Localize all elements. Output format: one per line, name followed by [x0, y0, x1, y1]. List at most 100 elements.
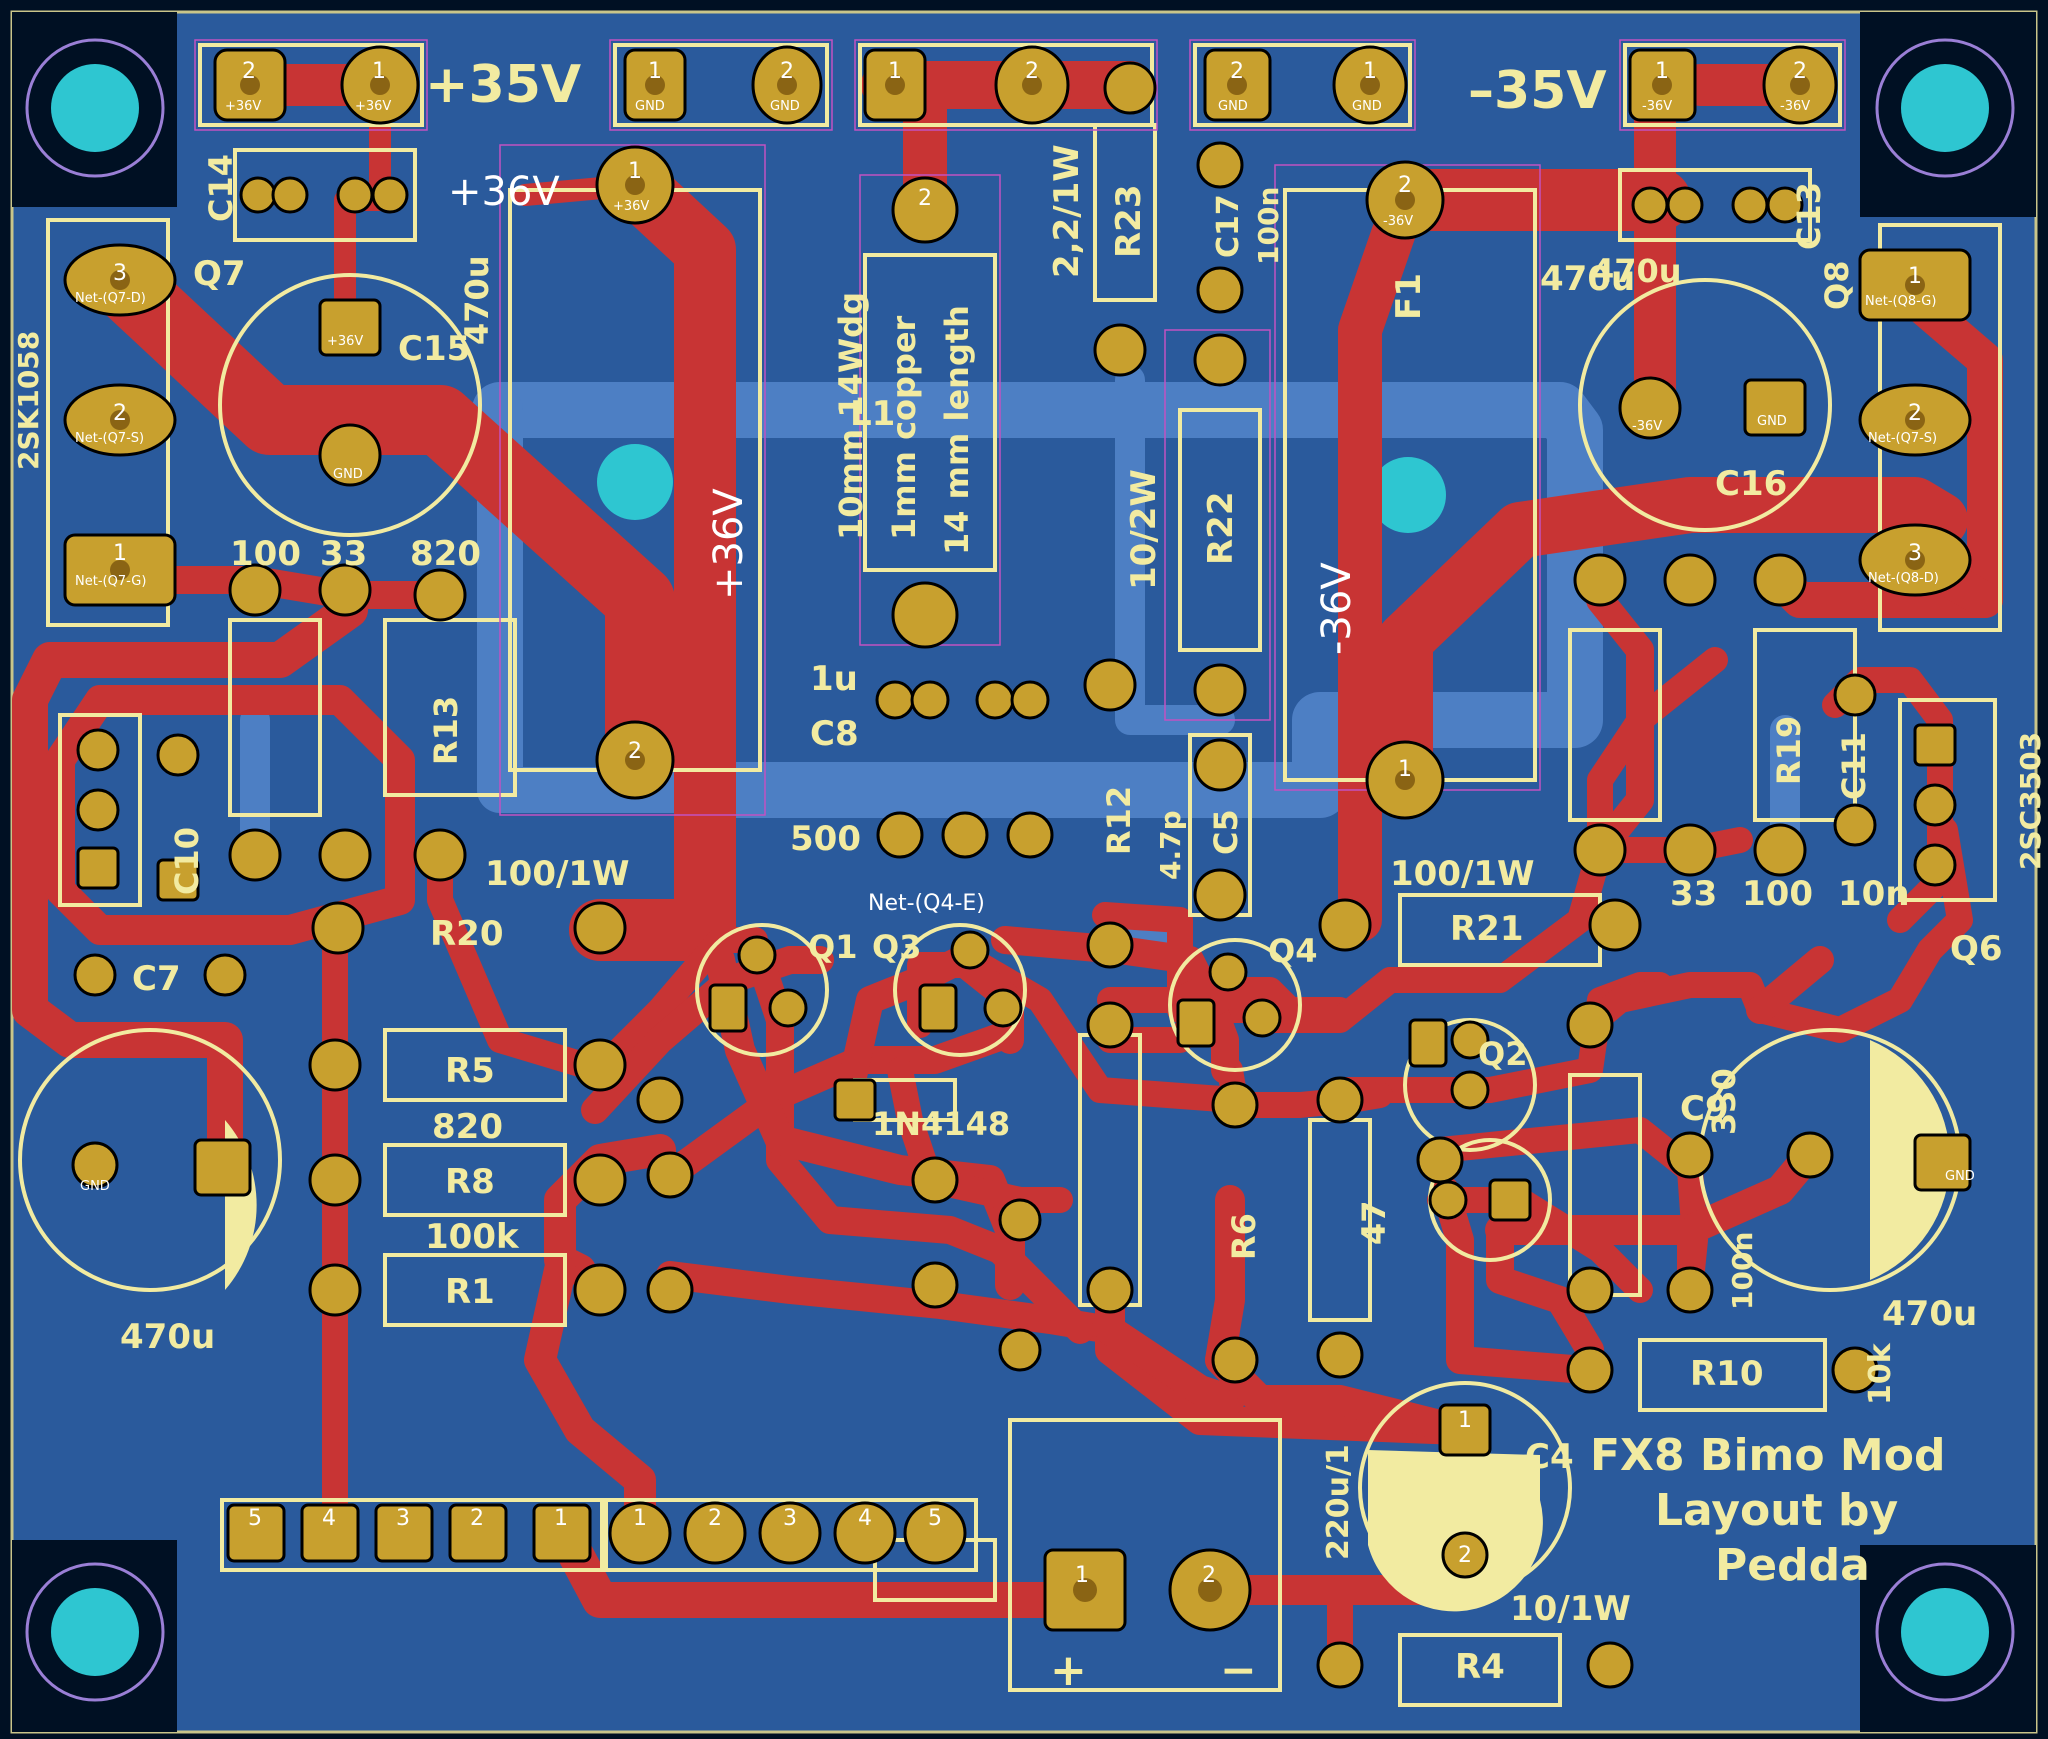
c17-value: 100n — [1252, 187, 1285, 265]
inductor-note-1: 10mm 14Wdg — [832, 292, 870, 540]
f1-label: F1 — [1389, 273, 1429, 320]
pad-label-m36-3: -36V — [1383, 214, 1413, 229]
silkscreen-text: +35V –35V 470u C16 C15 Q7 100 33 820 1u … — [12, 55, 2047, 1696]
q4-label: Q4 — [1268, 932, 1317, 970]
c16-label: C16 — [1715, 464, 1787, 504]
r6-label: R6 — [1225, 1213, 1263, 1260]
svg-text:2: 2 — [918, 186, 932, 211]
r22-value: 10/2W — [1124, 469, 1164, 590]
pad-label-gnd-5: GND — [333, 467, 363, 482]
svg-text:2: 2 — [1025, 59, 1039, 84]
svg-text:1: 1 — [1458, 1408, 1472, 1433]
r100-label: 100 — [230, 534, 301, 574]
svg-text:1: 1 — [1908, 264, 1922, 289]
r5-label: R5 — [445, 1051, 495, 1091]
heatsink-hole-right — [1370, 457, 1446, 533]
pad-label-p36-1: +36V — [225, 99, 261, 114]
c4-value: 220u/1 — [1321, 1444, 1356, 1560]
svg-text:2: 2 — [1230, 59, 1244, 84]
drill-holes — [110, 75, 1925, 1602]
r10-label: R10 — [1690, 1354, 1764, 1394]
inductor-note-3: 14 mm length — [938, 305, 976, 555]
mounting-hole-bl — [51, 1588, 139, 1676]
r23-label: R23 — [1109, 185, 1149, 259]
r820-label: 820 — [410, 534, 481, 574]
pad-label-q8d: Net-(Q8-D) — [1868, 571, 1939, 586]
terminal-plus: + — [1050, 1645, 1087, 1696]
r8-label: R8 — [445, 1162, 495, 1202]
pad-label-gnd-3: GND — [1218, 99, 1248, 114]
pad-label-gnd-1: GND — [635, 99, 665, 114]
board-title-3: Pedda — [1715, 1540, 1870, 1591]
header-left-5: 1 — [554, 1506, 568, 1531]
mounting-hole-tr — [1901, 64, 1989, 152]
c13-value: 470u — [1592, 252, 1682, 290]
pad-r23-top — [1103, 61, 1157, 115]
l1-label: L1 — [850, 394, 895, 434]
header-left-4: 2 — [470, 1506, 484, 1531]
r33-label: 33 — [320, 534, 367, 574]
svg-text:1: 1 — [1075, 1563, 1089, 1588]
pad-label-gnd-2: GND — [770, 99, 800, 114]
svg-text:1: 1 — [372, 59, 386, 84]
svg-text:2: 2 — [628, 739, 642, 764]
pad-label-gnd-6: GND — [1757, 414, 1787, 429]
header-right — [608, 1501, 967, 1565]
r500-label: 500 — [790, 819, 861, 859]
pad-label-q8g: Net-(Q8-G) — [1865, 294, 1936, 309]
inductor-note-2: 1mm copper — [885, 315, 923, 540]
terminal-minus: − — [1220, 1645, 1257, 1696]
plus36-label-b: +36V — [706, 488, 752, 600]
minus36-label: -36V — [1314, 562, 1360, 655]
c15-label: C15 — [398, 329, 470, 369]
r20-value: 100/1W — [485, 854, 630, 894]
courtyard-outlines — [194, 39, 1846, 816]
c7-label: C7 — [132, 959, 181, 999]
pad-label-gnd-4: GND — [1352, 99, 1382, 114]
r1-label: R1 — [445, 1272, 495, 1312]
header-numbers: 5 4 3 2 1 1 2 3 4 5 — [248, 1506, 942, 1531]
header-left-3: 3 — [396, 1506, 410, 1531]
r330-label: 330 — [1705, 1068, 1743, 1135]
svg-text:2: 2 — [1908, 401, 1922, 426]
pad-label-p36-4: +36V — [327, 334, 363, 349]
pad-l1-b — [891, 176, 959, 244]
c9-label: C9 — [1680, 1089, 1729, 1129]
svg-text:1: 1 — [1363, 59, 1377, 84]
r100n-label: 100n — [1726, 1232, 1759, 1310]
plus36-label-a: +36V — [448, 169, 560, 215]
r12-label: R12 — [1100, 786, 1138, 855]
pad-label-p36-3: +36V — [613, 199, 649, 214]
r100b-label: 100 — [1742, 874, 1813, 914]
pad-label-p36-2: +36V — [355, 99, 391, 114]
mounting-hole-br — [1901, 1588, 1989, 1676]
c4-label: C4 — [1525, 1437, 1574, 1477]
pad-label-gnd-7: GND — [1945, 1169, 1975, 1184]
c8-label: C8 — [810, 714, 859, 754]
c12-value: 470u — [120, 1317, 215, 1357]
mounting-holes — [12, 12, 2036, 1732]
net-q4e-label: Net-(Q4-E) — [868, 891, 985, 916]
pad-label-m36-1: -36V — [1642, 99, 1672, 114]
pad-label-q7s: Net-(Q7-S) — [75, 431, 144, 446]
svg-text:1: 1 — [113, 541, 127, 566]
svg-text:2: 2 — [113, 401, 127, 426]
svg-text:2: 2 — [1202, 1563, 1216, 1588]
mounting-hole-tl — [51, 64, 139, 152]
pad-c15-2 — [318, 423, 382, 487]
r4-label: R4 — [1455, 1647, 1505, 1687]
c17-label: C17 — [1211, 194, 1246, 258]
r21-label: R21 — [1450, 909, 1524, 949]
svg-text:3: 3 — [1908, 541, 1922, 566]
c13-label: C13 — [1790, 182, 1828, 250]
svg-text:1: 1 — [628, 159, 642, 184]
svg-text:2: 2 — [1793, 59, 1807, 84]
c5-label: C5 — [1207, 809, 1245, 855]
board-title-1: FX8 Bimo Mod — [1590, 1430, 1945, 1481]
svg-text:1: 1 — [888, 59, 902, 84]
pad-label-q7d: Net-(Q7-D) — [75, 291, 146, 306]
c10-label: C10 — [168, 827, 206, 895]
c8-value: 1u — [810, 659, 858, 699]
